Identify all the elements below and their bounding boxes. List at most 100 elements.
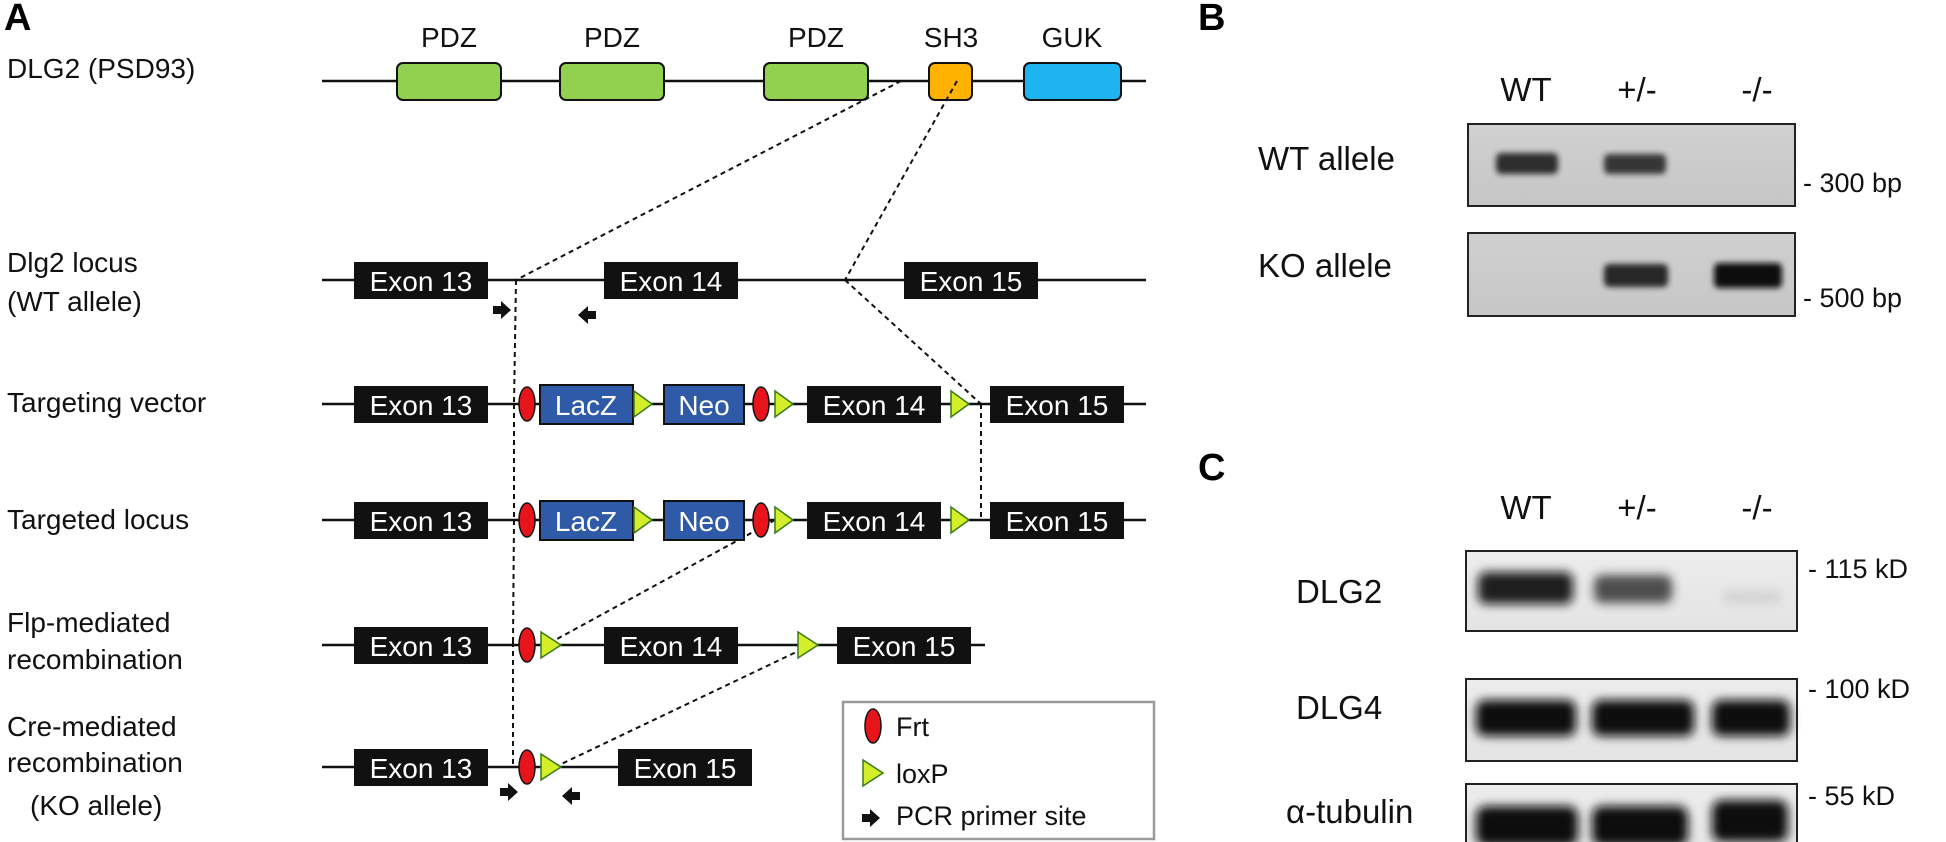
exon-box	[807, 386, 941, 423]
domain-label-pdz-3: PDZ	[788, 22, 844, 53]
blot-band	[1592, 700, 1694, 736]
size-marker-500bp: - 500 bp	[1803, 283, 1902, 313]
pdz-domain-3	[763, 62, 869, 101]
gel-band	[1604, 154, 1666, 174]
exon-14-label: Exon 14	[823, 390, 926, 421]
row-label-cre-1: Cre-mediated	[7, 711, 177, 742]
exon-13-label: Exon 13	[370, 390, 473, 421]
loxp-site-icon	[950, 505, 971, 535]
row-label-wt-locus-2: (WT allele)	[7, 286, 142, 317]
loxp-site-icon	[774, 505, 795, 535]
exon-box	[604, 262, 738, 299]
exon-box	[990, 386, 1124, 423]
blot-lane-het: +/-	[1617, 489, 1656, 526]
gel-band	[1714, 263, 1782, 288]
blot-lane-ko: -/-	[1741, 489, 1772, 526]
frt-site-icon	[518, 627, 536, 663]
exon-15-label: Exon 15	[1006, 390, 1109, 421]
frt-site-icon	[864, 708, 882, 744]
exon-box	[354, 262, 488, 299]
neo-label: Neo	[678, 390, 729, 421]
loxp-site-icon	[774, 389, 795, 419]
primer-forward-icon	[500, 783, 518, 801]
gel-lane-wt: WT	[1500, 71, 1551, 108]
exon-14-label: Exon 14	[620, 631, 723, 662]
western-blot	[1465, 550, 1798, 842]
lacz-label: LacZ	[555, 506, 617, 537]
blot-row-dlg4: DLG4	[1296, 689, 1382, 726]
flp-recombination: Exon 13 Exon 14 Exon 15	[322, 627, 985, 664]
gel-lane-ko: -/-	[1741, 71, 1772, 108]
domain-label-pdz-2: PDZ	[584, 22, 640, 53]
blot-row-tubulin: α-tubulin	[1286, 793, 1413, 830]
panel-a-label: A	[4, 0, 31, 39]
loxp-site-icon	[633, 505, 654, 535]
primer-arrow-icon	[862, 809, 880, 827]
primer-reverse-icon	[562, 787, 580, 805]
protein-label: DLG2 (PSD93)	[7, 53, 195, 84]
size-marker-115kd: - 115 kD	[1808, 554, 1908, 584]
primer-reverse-icon	[578, 306, 596, 324]
loxp-site-icon	[540, 752, 563, 782]
domain-label-sh3: SH3	[924, 22, 978, 53]
primer-forward-icon	[493, 301, 511, 319]
exon-box	[618, 749, 752, 786]
panel-c-label: C	[1198, 447, 1225, 489]
legend: Frt loxP PCR primer site	[841, 700, 1156, 841]
sh3-domain	[928, 62, 973, 101]
legend-frt: Frt	[896, 712, 929, 742]
neo-cassette	[663, 500, 745, 541]
row-label-targeted-locus: Targeted locus	[7, 504, 189, 535]
exon-15-label: Exon 15	[634, 753, 737, 784]
exon-box	[354, 749, 488, 786]
pdz-domain-2	[559, 62, 665, 101]
exon-box	[837, 627, 971, 664]
exon-15-label: Exon 15	[920, 266, 1023, 297]
exon-15-label: Exon 15	[1006, 506, 1109, 537]
cre-recombination: Exon 13 Exon 15	[322, 749, 752, 805]
blot-band	[1592, 806, 1688, 842]
exon-15-label: Exon 15	[853, 631, 956, 662]
exon-14-label: Exon 14	[823, 506, 926, 537]
exon-box	[354, 627, 488, 664]
guk-domain	[1023, 62, 1122, 101]
blot-band	[1478, 572, 1573, 604]
exon-box	[904, 262, 1038, 299]
gel-row-ko-allele: KO allele	[1258, 247, 1392, 284]
domain-label-guk: GUK	[1042, 22, 1103, 53]
exon-box	[354, 502, 488, 539]
legend-box	[841, 700, 1156, 841]
blot-band	[1712, 800, 1788, 842]
row-label-cre-2: recombination	[7, 747, 183, 778]
blot-lane-wt: WT	[1500, 489, 1551, 526]
exon-box	[354, 386, 488, 423]
protein-diagram: PDZ PDZ PDZ SH3 GUK	[322, 22, 1146, 101]
gel-band	[1496, 153, 1558, 174]
neo-label: Neo	[678, 506, 729, 537]
legend-primer: PCR primer site	[896, 801, 1087, 831]
legend-loxp: loxP	[896, 759, 949, 789]
loxp-site-icon	[862, 758, 885, 788]
exon-13-label: Exon 13	[370, 631, 473, 662]
frt-site-icon	[752, 502, 770, 538]
blot-band	[1594, 575, 1672, 603]
dashed-guides	[512, 80, 982, 768]
pcr-gel	[1467, 123, 1796, 317]
exon-box	[990, 502, 1124, 539]
row-label-flp-2: recombination	[7, 644, 183, 675]
loxp-site-icon	[797, 630, 820, 660]
size-marker-100kd: - 100 kD	[1808, 674, 1910, 704]
blot-band	[1476, 806, 1578, 842]
exon-13-label: Exon 13	[370, 753, 473, 784]
frt-site-icon	[518, 749, 536, 785]
frt-site-icon	[752, 386, 770, 422]
gel-lane-het: +/-	[1617, 71, 1656, 108]
row-label-flp-1: Flp-mediated	[7, 607, 170, 638]
domain-label-pdz-1: PDZ	[421, 22, 477, 53]
frt-site-icon	[518, 502, 536, 538]
blot-band	[1476, 700, 1576, 736]
row-label-wt-locus-1: Dlg2 locus	[7, 247, 138, 278]
exon-13-label: Exon 13	[370, 266, 473, 297]
wt-locus: Exon 13 Exon 14 Exon 15	[322, 262, 1146, 324]
